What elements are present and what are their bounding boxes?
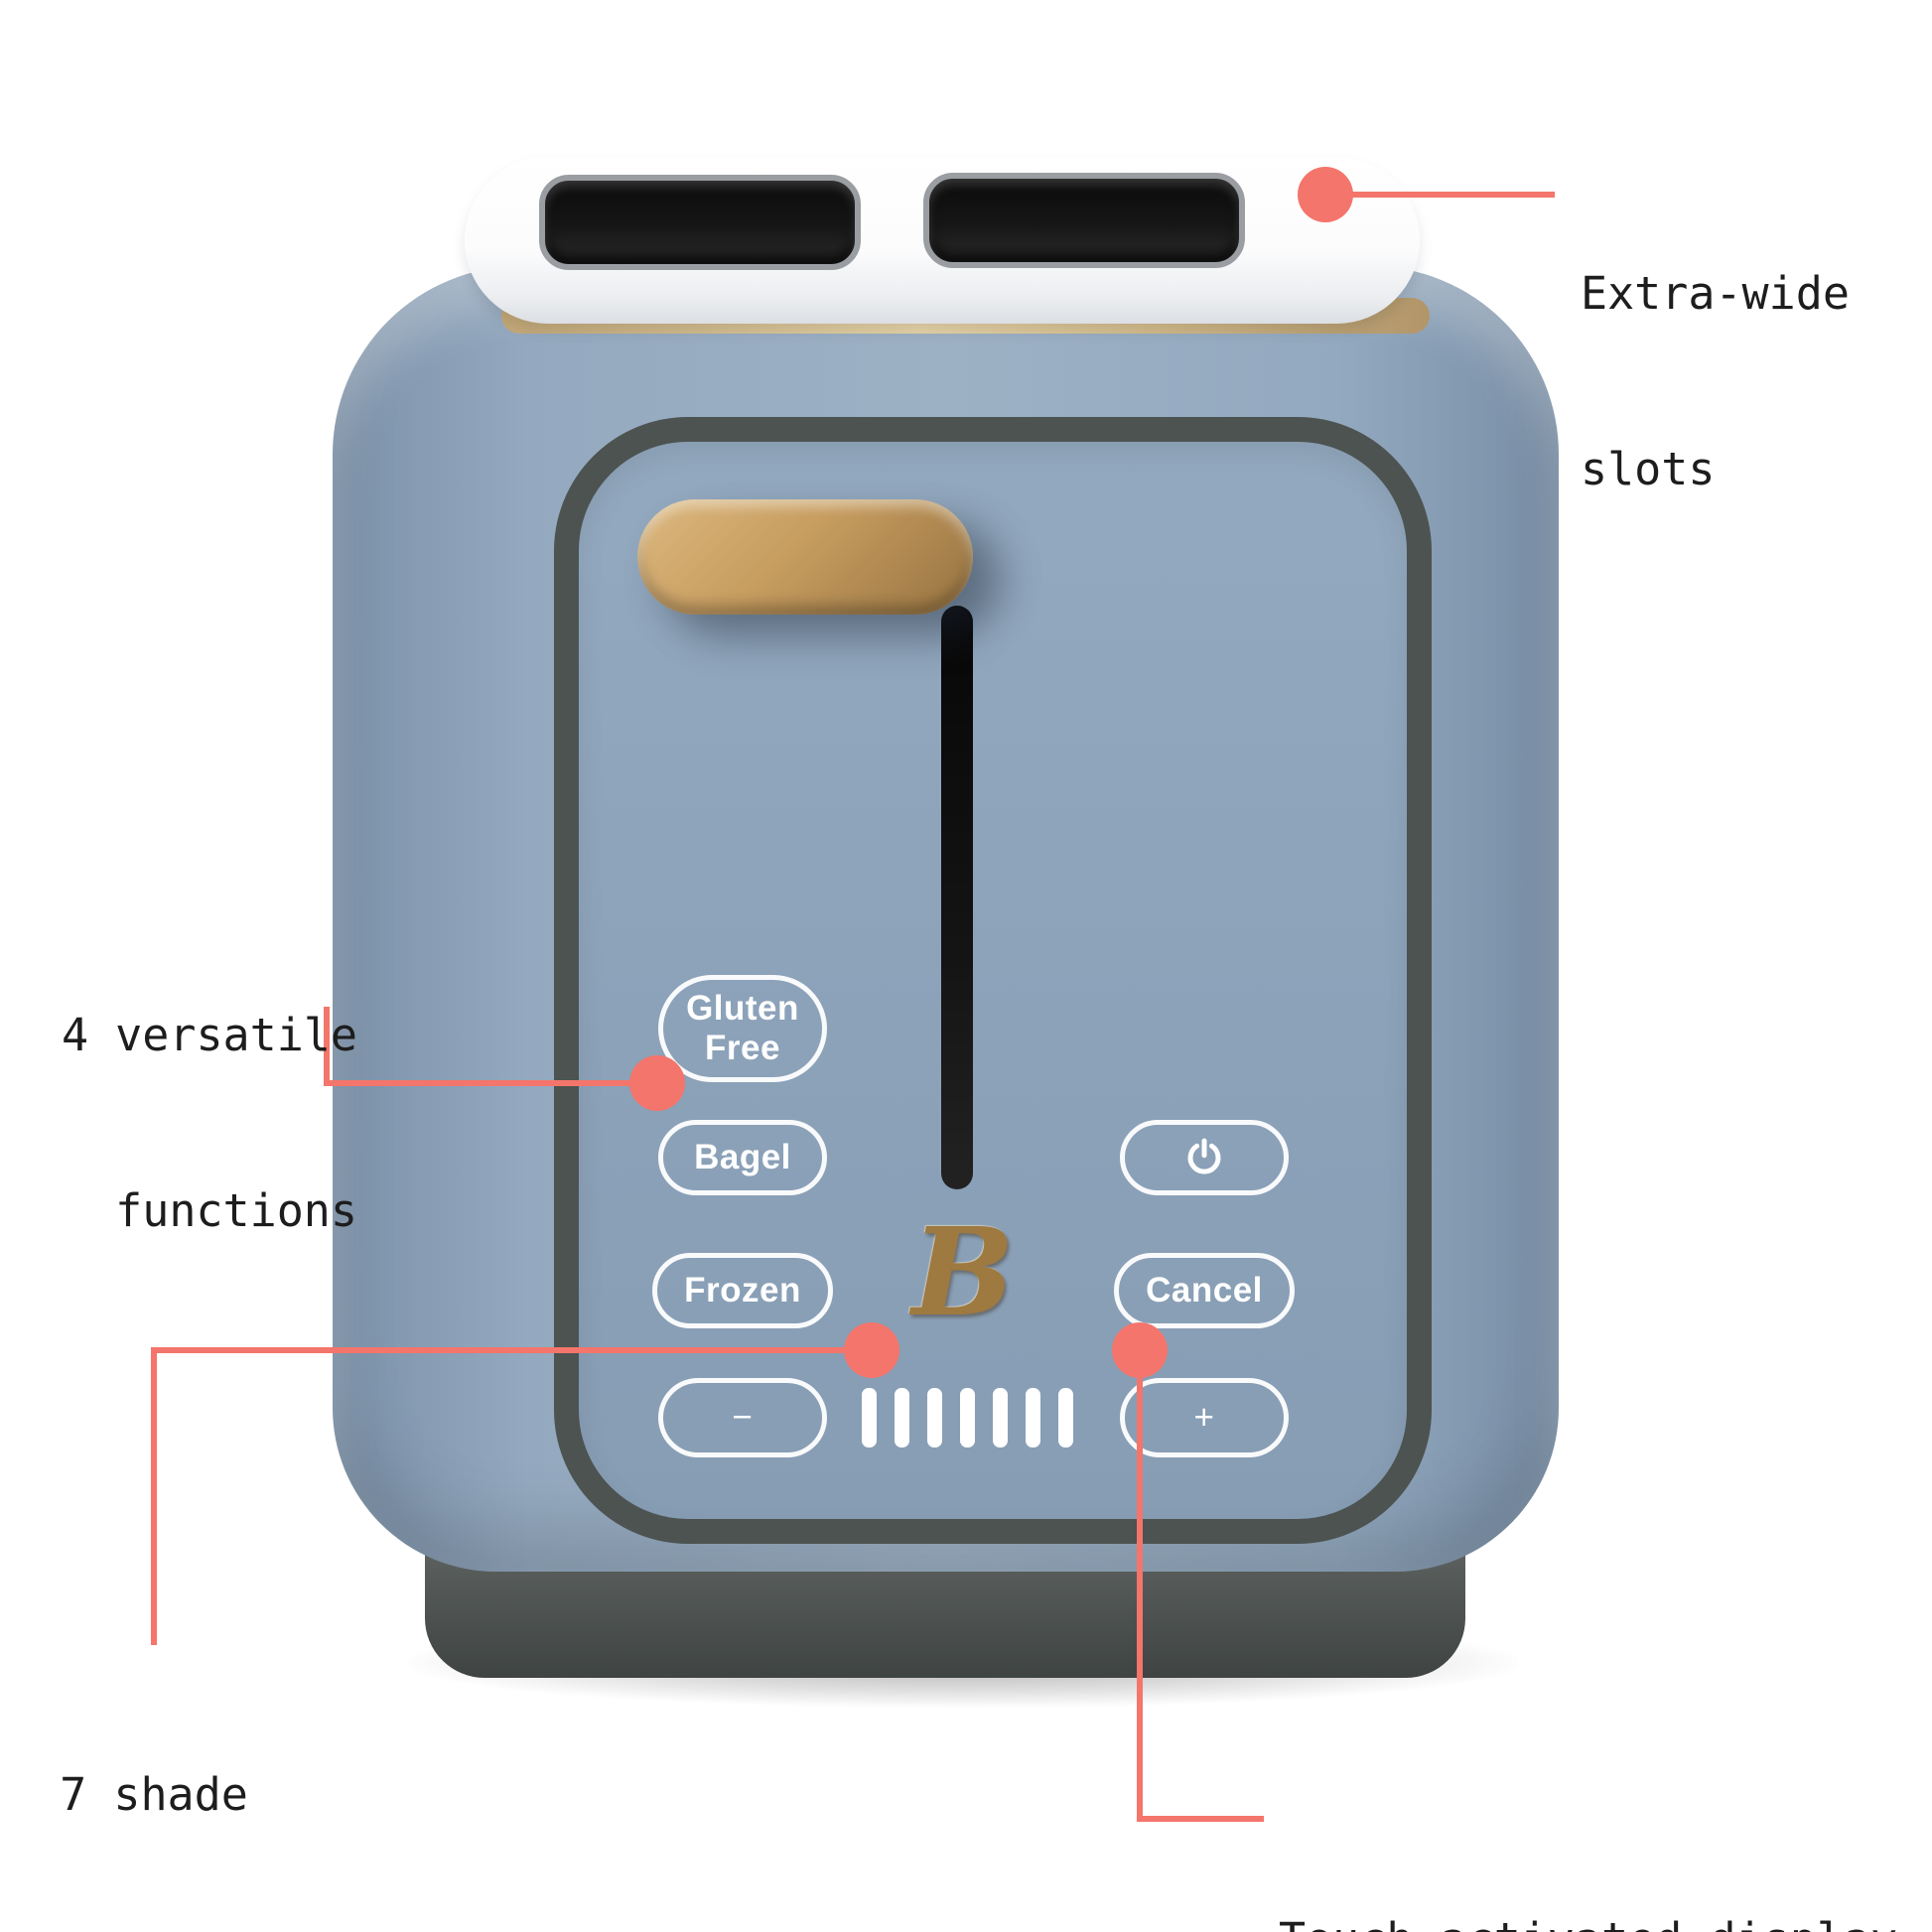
- gluten-free-label-line2: Free: [705, 1029, 780, 1067]
- shade-decrease-button: −: [658, 1378, 827, 1457]
- shade-bar: [895, 1388, 909, 1448]
- lever-track-slot: [941, 606, 973, 1189]
- shade-level-indicator: [862, 1388, 1074, 1448]
- callout-dot-extra-wide-slots: [1298, 167, 1353, 222]
- frozen-label: Frozen: [684, 1271, 801, 1310]
- callout-dot-versatile-functions: [629, 1055, 685, 1111]
- shade-bar: [1026, 1388, 1040, 1448]
- bagel-label: Bagel: [694, 1138, 791, 1176]
- callout-label-extra-wide-slots: Extra-wide slots: [1581, 267, 1850, 495]
- shade-bar: [960, 1388, 975, 1448]
- gluten-free-button: Gluten Free: [658, 975, 827, 1082]
- callout-line-browning-horizontal: [151, 1347, 848, 1353]
- shade-bar: [927, 1388, 942, 1448]
- callout-label-versatile-functions: 4 versatile functions: [61, 1009, 357, 1237]
- callout-line-browning-vertical: [151, 1347, 157, 1645]
- callout-dot-browning-control: [844, 1322, 899, 1378]
- callout-line-extra-wide-slots: [1348, 192, 1555, 198]
- callout-dot-touch-display: [1112, 1322, 1168, 1378]
- brand-logo-b: B: [911, 1199, 1015, 1343]
- bread-slot-opening-right: [923, 173, 1245, 268]
- power-button: [1120, 1120, 1289, 1195]
- callout-label-touch-display: Touch-activated display: [1279, 1793, 1897, 1932]
- frozen-button: Frozen: [652, 1253, 833, 1328]
- bread-slot-opening-left: [539, 175, 861, 270]
- minus-label: −: [732, 1398, 754, 1437]
- callout-line-functions-horizontal: [324, 1080, 646, 1086]
- shade-increase-button: +: [1120, 1378, 1289, 1457]
- callout-line-touch-vertical: [1137, 1375, 1143, 1822]
- callout-line-functions-vertical: [324, 1007, 330, 1086]
- plus-label: +: [1193, 1398, 1215, 1437]
- callout-label-browning-control: 7 shade browning control: [60, 1768, 248, 1821]
- gluten-free-label-line1: Gluten: [686, 989, 799, 1028]
- cancel-label: Cancel: [1146, 1271, 1263, 1310]
- shade-bar: [993, 1388, 1008, 1448]
- shade-bar: [862, 1388, 877, 1448]
- toast-lever-handle: [637, 499, 973, 615]
- shade-bar: [1058, 1388, 1073, 1448]
- callout-line-touch-horizontal: [1137, 1816, 1264, 1822]
- cancel-button: Cancel: [1114, 1253, 1295, 1328]
- bagel-button: Bagel: [658, 1120, 827, 1195]
- power-icon: [1187, 1138, 1221, 1174]
